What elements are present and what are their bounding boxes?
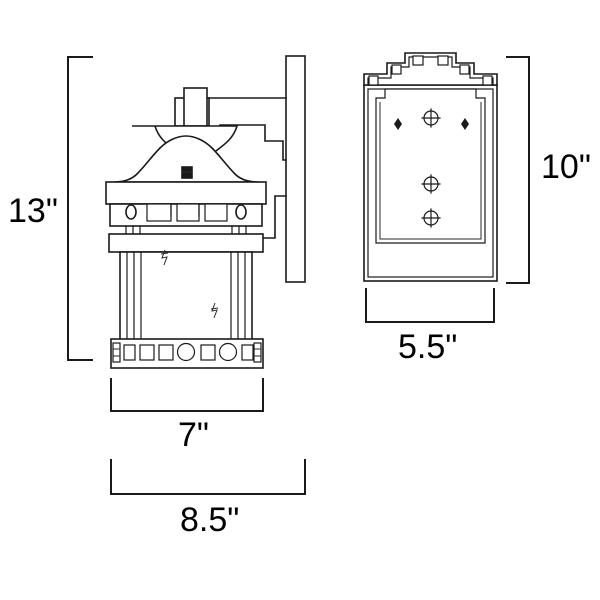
band-plate-3: [204, 203, 228, 222]
diamond-icon-right: [461, 118, 469, 130]
dimension-10in-label: 10": [541, 148, 591, 186]
circle-cross-icon-middle: [421, 174, 441, 194]
base-band-endcap-right: [253, 342, 262, 363]
dimension-85in-label: 8.5": [180, 501, 239, 539]
band-square-1: [123, 344, 136, 361]
dimension-55in: 5.5": [365, 288, 495, 366]
band-square-5: [241, 344, 254, 361]
dimension-7in-bracket: [110, 378, 264, 412]
band-circle-1: [176, 342, 196, 362]
band-circle-2: [218, 342, 238, 362]
crown-square-outer-right: [482, 75, 493, 86]
front-crown-inner-line: [367, 56, 494, 86]
dimension-85in-bracket: [110, 459, 306, 495]
circle-cross-icon-bottom: [421, 208, 441, 228]
dimension-10in-bracket: [506, 56, 530, 284]
band-plate-1: [146, 203, 172, 222]
side-elevation-view: 13" 7" 8.5": [8, 55, 306, 539]
band-plate-dividers: [170, 203, 200, 217]
cap-flare: [113, 135, 259, 183]
front-stepped-crown: [363, 52, 498, 86]
band-square-2: [139, 344, 155, 361]
cap-connector-posts: [125, 225, 247, 235]
circle-cross-icon-top: [421, 108, 441, 128]
front-crown-squares: [368, 55, 493, 86]
crown-square-top-right: [437, 55, 449, 66]
dimension-7in-label: 7": [178, 416, 209, 454]
crown-square-mid-right: [459, 64, 470, 75]
glass-mark-icon-upper: [160, 249, 169, 266]
glass-body-posts: [126, 251, 246, 353]
glass-body: [119, 251, 253, 353]
diamond-icon-left: [394, 118, 402, 130]
wall-plate: [285, 55, 306, 283]
front-marker-group: [394, 108, 469, 228]
band-square-3: [158, 344, 174, 361]
dimension-55in-label: 5.5": [398, 328, 457, 366]
dimension-55in-bracket: [365, 288, 495, 323]
dimension-13in-bracket: [67, 56, 93, 361]
band-oval-right: [235, 204, 247, 220]
crown-square-top-left: [412, 55, 424, 66]
band-plate-2: [176, 203, 200, 222]
band-square-4: [200, 344, 216, 361]
cap-collar: [105, 181, 267, 205]
dimension-10in: 10": [506, 56, 591, 284]
front-inner-frame-inner-line: [379, 102, 482, 240]
base-band-endcap-ribs: [113, 348, 261, 357]
dimension-85in: 8.5": [110, 459, 306, 539]
front-inner-frame: [375, 88, 486, 244]
base-band-endcap-left: [112, 342, 121, 363]
band-oval-left: [125, 204, 137, 220]
dimension-7in: 7": [110, 378, 264, 454]
stem-riser: [183, 87, 208, 127]
glass-mark-icon-lower: [210, 302, 219, 319]
base-band-pattern: [123, 342, 254, 362]
crown-square-mid-left: [391, 64, 402, 75]
arm-bracket-step-upper: [219, 124, 287, 161]
crown-square-outer-left: [368, 75, 379, 86]
dimension-13in-label: 13": [8, 192, 58, 230]
dimension-13in: 13": [8, 56, 93, 361]
shelf-bar: [108, 233, 264, 253]
front-elevation-view: 10" 5.5": [363, 52, 591, 366]
